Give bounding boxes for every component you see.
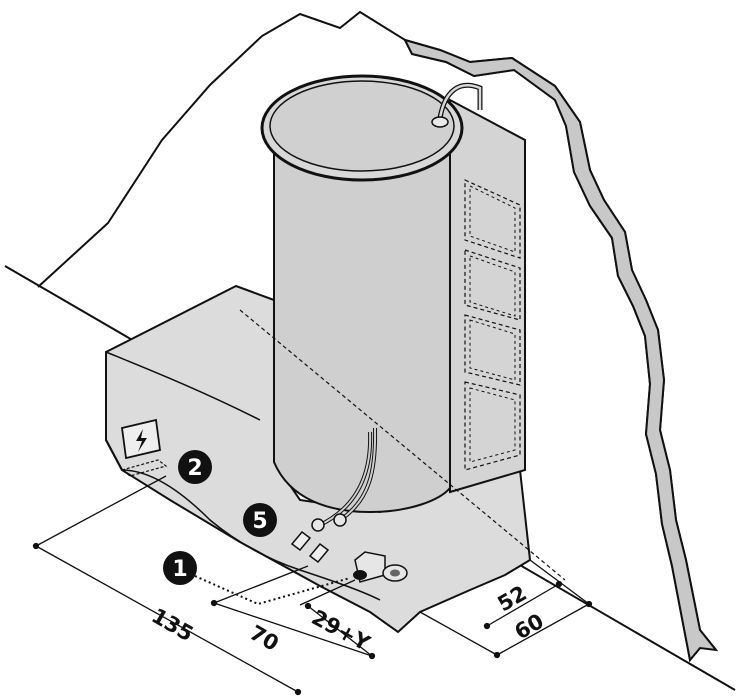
hoses bbox=[290, 427, 378, 564]
callout-badge-2: 2 bbox=[178, 450, 212, 484]
electrical-box bbox=[120, 418, 168, 477]
callout-badge-5: 5 bbox=[243, 503, 277, 537]
rear-cabinet bbox=[449, 98, 526, 494]
dimension-29-plus-y: 29+Y bbox=[308, 605, 375, 656]
water-tank bbox=[260, 74, 483, 514]
dimension-135: 135 bbox=[148, 604, 198, 647]
drain-fitting bbox=[353, 551, 408, 583]
callout-label-2: 2 bbox=[187, 456, 202, 481]
dimension-60: 60 bbox=[511, 609, 548, 644]
dimension-lines bbox=[32, 475, 593, 696]
callout-badge-1: 1 bbox=[163, 551, 197, 585]
lightning-bolt-icon bbox=[136, 429, 147, 452]
callout-label-5: 5 bbox=[252, 509, 267, 534]
callout-label-1: 1 bbox=[172, 557, 187, 582]
wall-outline bbox=[37, 10, 719, 663]
reference-line bbox=[239, 309, 566, 581]
dimension-52: 52 bbox=[494, 581, 531, 616]
dimension-70: 70 bbox=[246, 621, 283, 656]
